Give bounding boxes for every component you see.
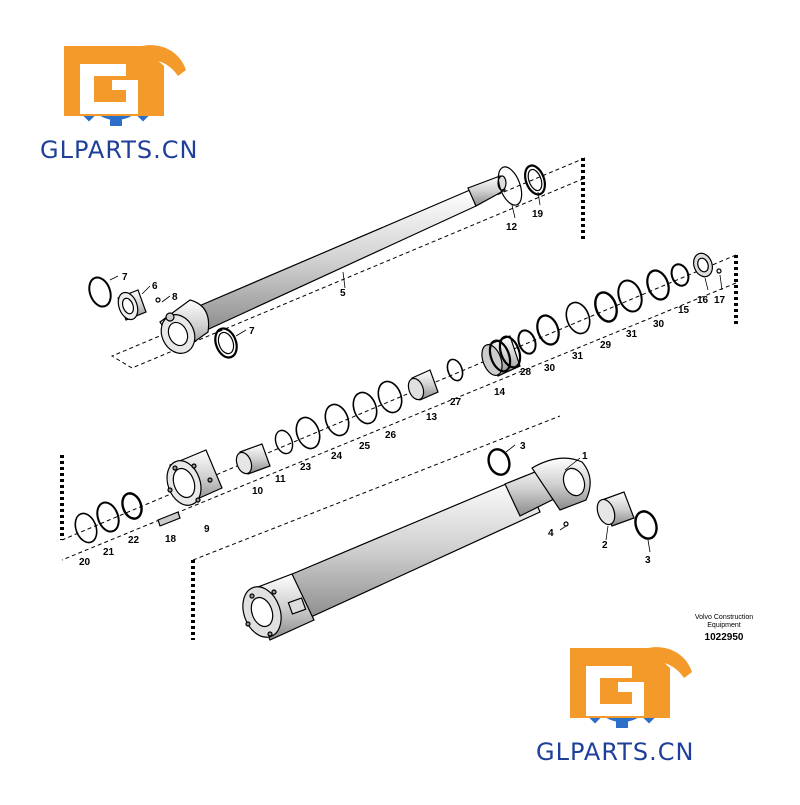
callout-label: 3	[645, 555, 651, 566]
watermark-brand-text-top: GLPARTS.CN	[40, 136, 199, 164]
callout-label: 22	[128, 535, 140, 546]
document-number: 1022950	[704, 632, 744, 643]
glparts-logo-bottom	[570, 647, 692, 728]
callout-label: 15	[678, 305, 690, 316]
callout-label: 20	[79, 557, 91, 568]
callout-label: 8	[172, 292, 178, 303]
glparts-logo-top	[64, 45, 186, 126]
callout-label: 7	[249, 326, 255, 337]
callout-label: 10	[252, 486, 264, 497]
callout-label: 9	[204, 524, 210, 535]
callout-label: 2	[602, 540, 608, 551]
cylinder-barrel	[242, 448, 658, 641]
callout-label: 25	[359, 441, 371, 452]
callout-label: 28	[520, 367, 532, 378]
leader-lines	[109, 191, 723, 553]
callout-label: 3	[520, 441, 526, 452]
callout-label: 30	[544, 363, 556, 374]
callout-label: 7	[122, 272, 128, 283]
callout-label: 5	[340, 288, 346, 299]
callout-label: 16	[697, 295, 709, 306]
callout-label: 11	[275, 474, 286, 485]
watermark-brand-text-bottom: GLPARTS.CN	[536, 738, 695, 766]
callout-label: 31	[626, 329, 638, 340]
callout-label: 24	[331, 451, 343, 462]
piston-rod	[88, 164, 546, 359]
credit-line-2: Equipment	[707, 622, 741, 629]
callout-label: 13	[426, 412, 438, 423]
callout-labels: 1 2 3 3 4 5 6 7 7 8 9 10 11 12 13 14 15 …	[79, 209, 726, 568]
callout-label: 29	[600, 340, 612, 351]
callout-label: 6	[152, 281, 158, 292]
callout-label: 21	[103, 547, 115, 558]
manufacturer-credit: Volvo Construction Equipment	[684, 614, 764, 630]
callout-label: 14	[494, 387, 506, 398]
callout-label: 4	[548, 528, 554, 539]
callout-label: 30	[653, 319, 665, 330]
callout-label: 18	[165, 534, 177, 545]
callout-label: 17	[714, 295, 726, 306]
letter-g-icon	[80, 64, 138, 114]
callout-label: 19	[532, 209, 544, 220]
callout-label: 31	[572, 351, 584, 362]
callout-label: 1	[582, 451, 588, 462]
callout-label: 26	[385, 430, 397, 441]
callout-label: 27	[450, 397, 462, 408]
credit-line-1: Volvo Construction	[694, 614, 754, 621]
callout-label: 12	[506, 222, 518, 233]
callout-label: 23	[300, 462, 312, 473]
letter-g-icon	[586, 666, 644, 716]
piston-parts	[74, 252, 722, 544]
